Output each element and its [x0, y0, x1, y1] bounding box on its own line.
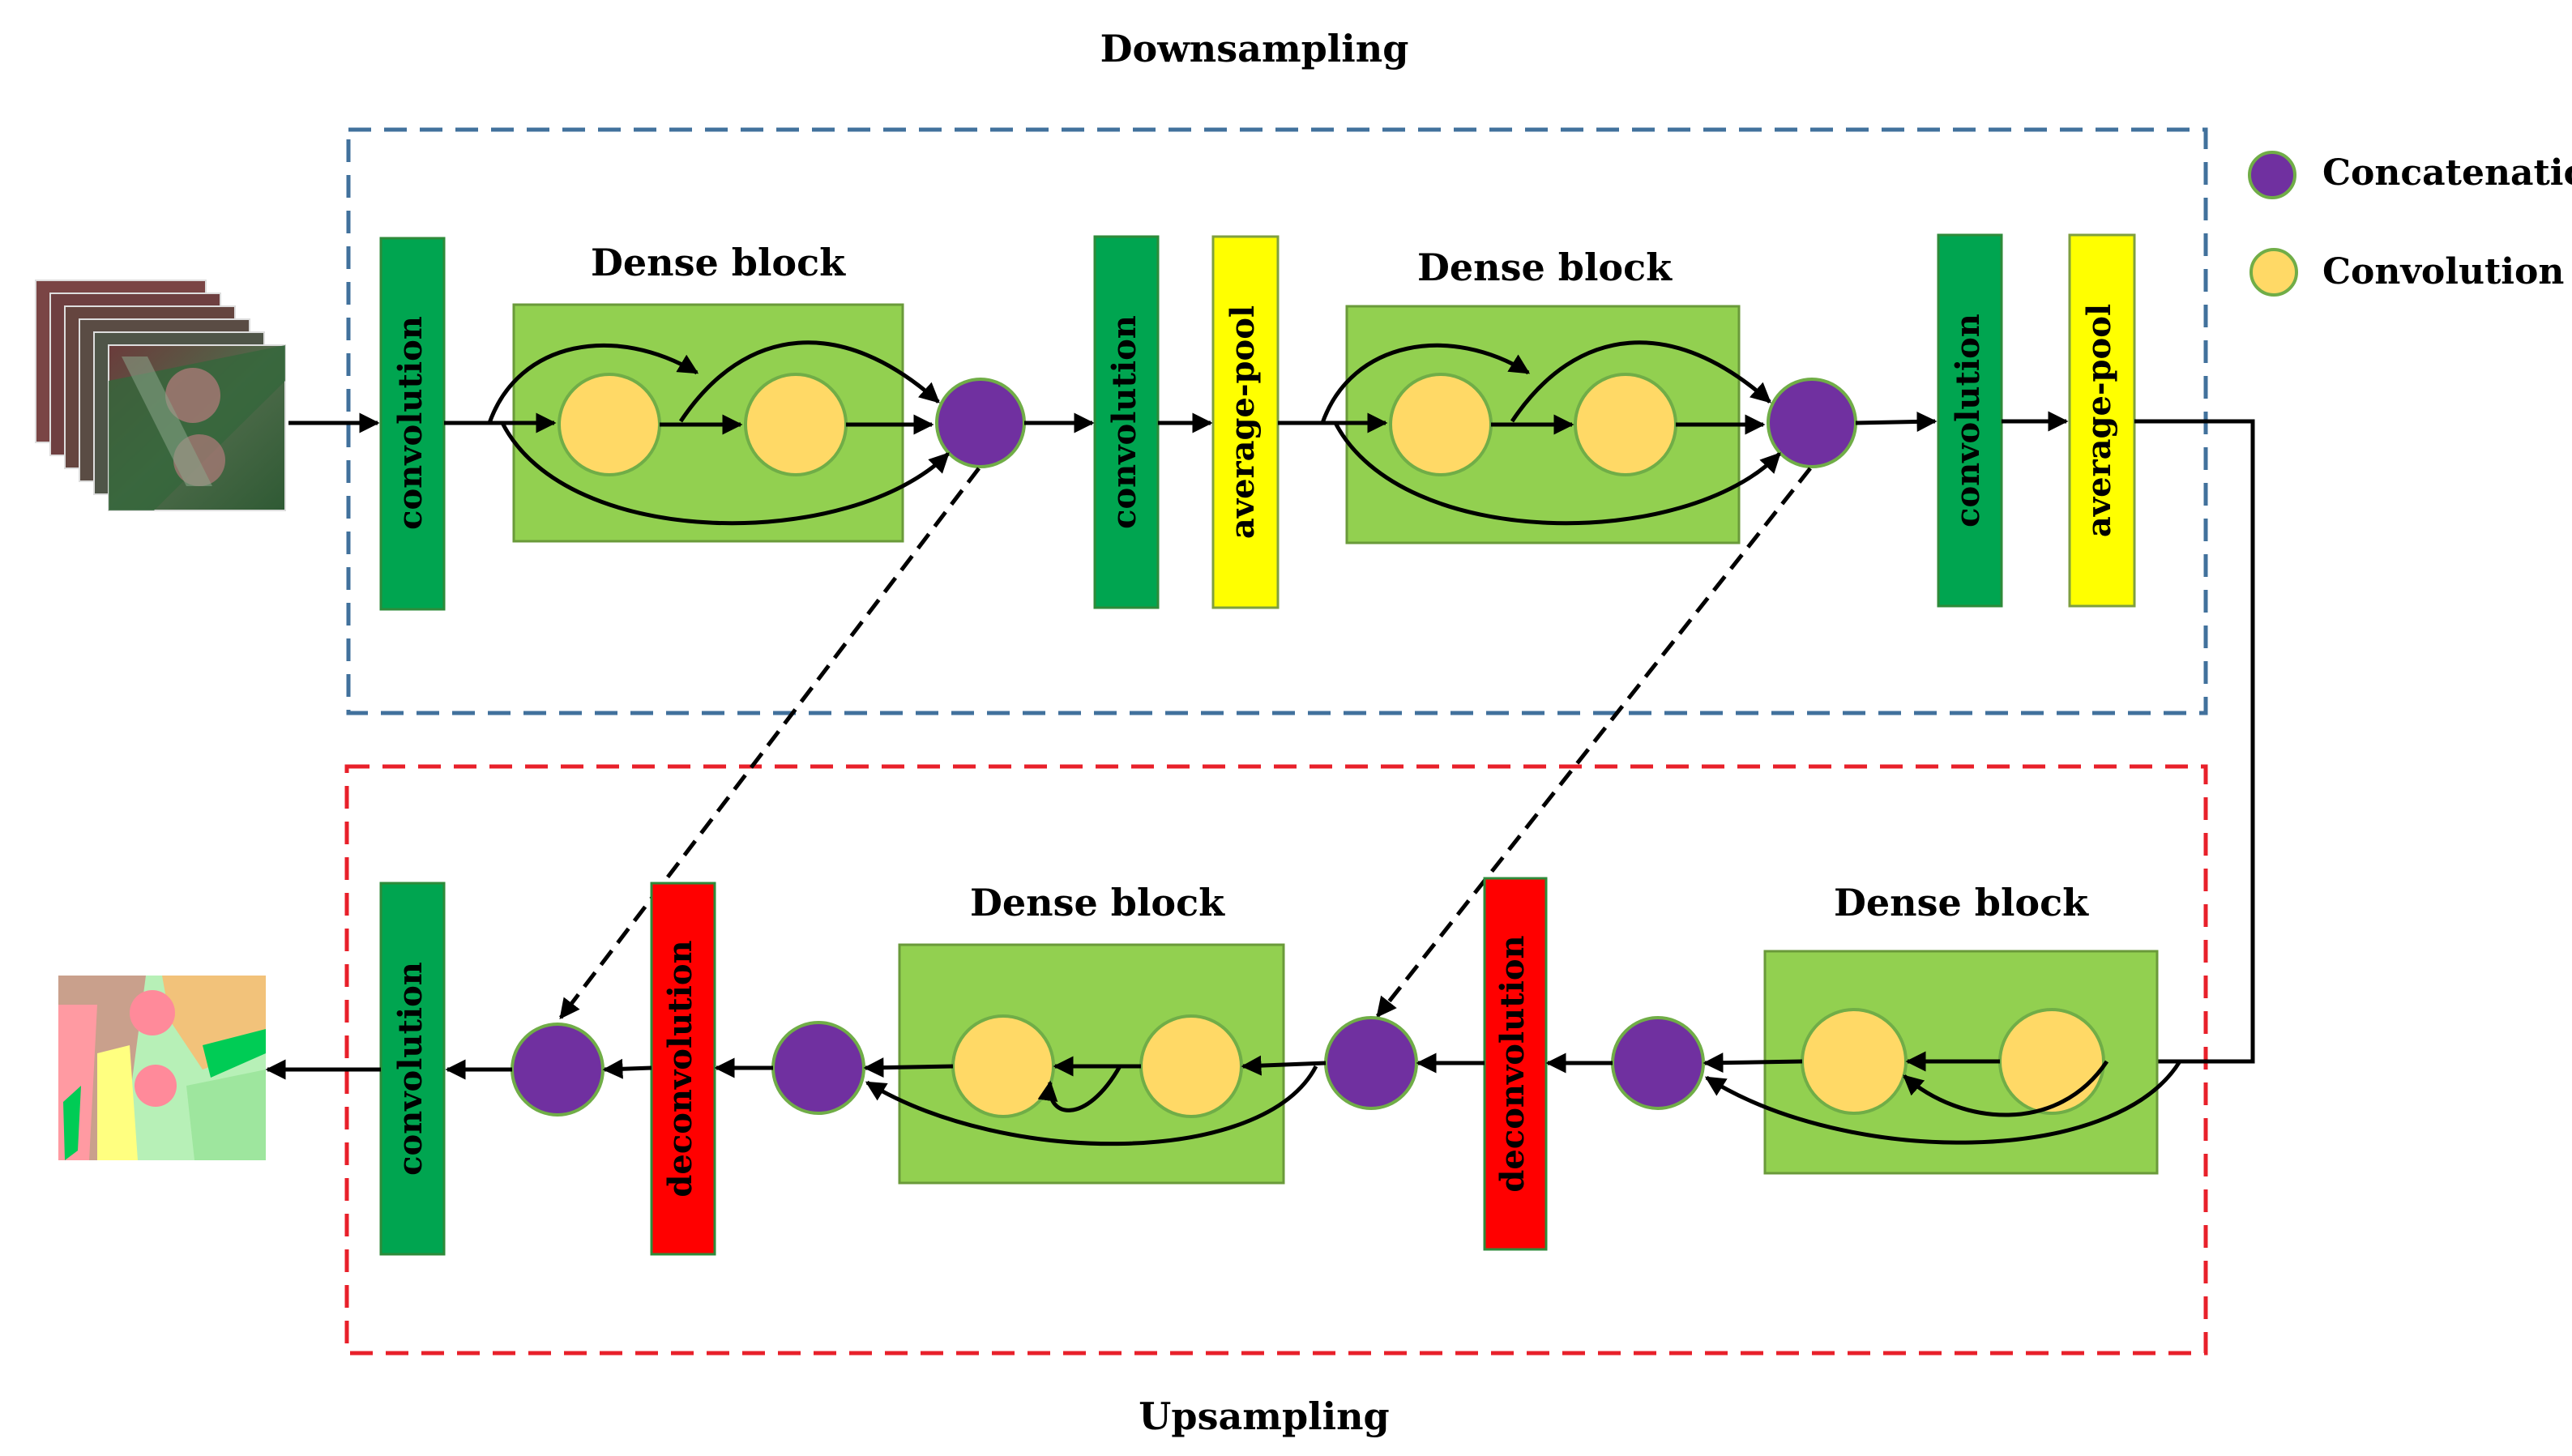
upsampling-title: Upsampling — [1139, 1394, 1389, 1438]
up-deconvolution-label-1: deconvolution — [1493, 935, 1532, 1192]
legend-convolution-label: Convolution — [2322, 251, 2564, 292]
down-dense-conv-node-2b — [1574, 373, 1677, 476]
down-average-pool-layer-2 — [2068, 233, 2136, 608]
output-classification-map-icon — [58, 976, 266, 1160]
upsampling-connections — [265, 1051, 2182, 1146]
up-dense-conv-node-2b — [951, 1014, 1055, 1118]
up-deconvolution-layer-1 — [1483, 877, 1548, 1251]
down-concatenation-node-2 — [1767, 378, 1857, 468]
convolution-legend-icon — [2249, 248, 2298, 297]
down-convolution-layer-1 — [379, 237, 446, 611]
up-dense-conv-node-1a — [1998, 1008, 2105, 1115]
down-convolution-label-3: convolution — [1949, 314, 1987, 527]
up-concatenation-node-2 — [1324, 1016, 1418, 1110]
downsampling-connections — [288, 340, 2255, 1072]
down-convolution-label-1: convolution — [391, 316, 429, 530]
down-convolution-layer-2 — [1093, 235, 1160, 609]
up-deconvolution-label-2: deconvolution — [661, 940, 699, 1197]
up-deconvolution-layer-2 — [650, 882, 716, 1256]
skip-connections — [559, 467, 1812, 1019]
down-dense-conv-node-1a — [558, 373, 661, 476]
input-image-stack-icon — [35, 280, 286, 511]
up-dense-conv-node-1b — [1801, 1008, 1908, 1115]
legend: Concatenation Convolution — [2248, 151, 2572, 297]
legend-concatenation-label: Concatenation — [2322, 152, 2572, 194]
up-concatenation-node-4 — [511, 1023, 605, 1117]
down-average-pool-layer-1 — [1211, 235, 1280, 609]
down-dense-conv-node-1b — [744, 373, 848, 476]
down-convolution-label-2: convolution — [1105, 315, 1143, 529]
down-dense-block-title-2: Dense block — [1417, 246, 1673, 289]
down-dense-block-title-1: Dense block — [591, 241, 846, 284]
up-concatenation-node-1 — [1611, 1016, 1705, 1110]
up-convolution-label: convolution — [391, 962, 429, 1176]
up-concatenation-node-3 — [771, 1021, 865, 1115]
up-dense-block-title-1: Dense block — [1834, 881, 2089, 924]
down-average-pool-label-2: average-pool — [2080, 304, 2118, 537]
down-concatenation-node-1 — [935, 378, 1026, 468]
up-dense-conv-node-2a — [1139, 1014, 1243, 1118]
up-dense-block-title-2: Dense block — [970, 881, 1225, 924]
down-dense-conv-node-2a — [1389, 373, 1493, 476]
downsampling-title: Downsampling — [1100, 27, 1409, 70]
concatenation-legend-icon — [2248, 151, 2296, 199]
down-average-pool-label-1: average-pool — [1224, 305, 1262, 539]
